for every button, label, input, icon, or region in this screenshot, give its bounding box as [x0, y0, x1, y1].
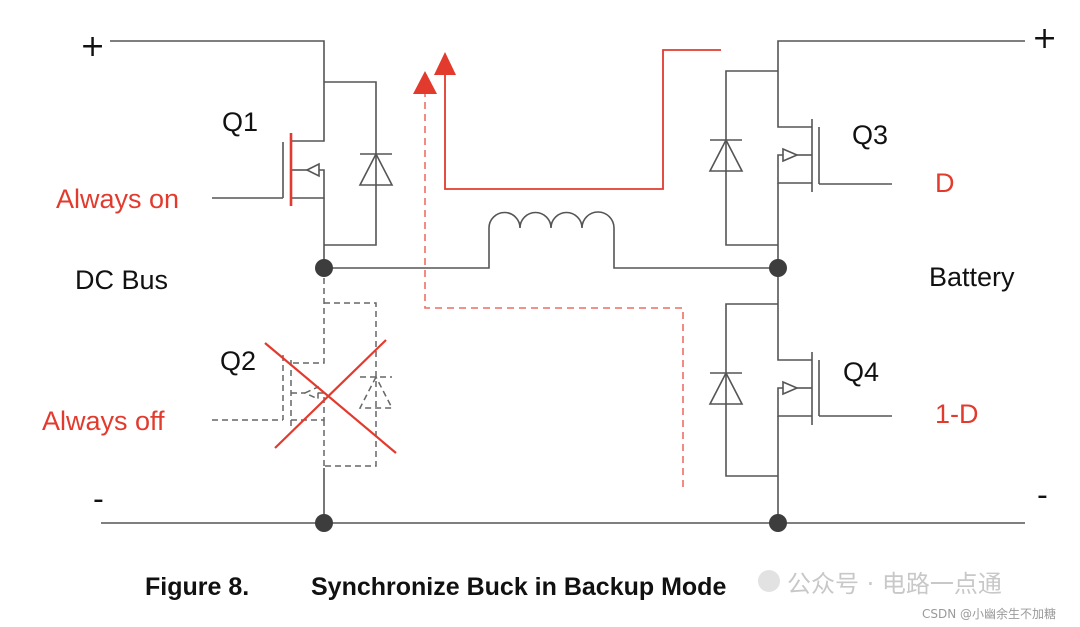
q2-label: Q2: [220, 346, 256, 376]
q3-mosfet: [777, 71, 892, 268]
q4-body-diode: [708, 303, 778, 477]
q3-label: Q3: [852, 120, 888, 150]
arrow-up-icon: [434, 52, 456, 75]
q2-drive-label: Always off: [42, 406, 165, 436]
right-plus-label: +: [1032, 21, 1057, 56]
q3-drive-label: D: [935, 168, 955, 198]
dc-bus-label: DC Bus: [75, 265, 168, 295]
node-dot-left-bottom: [315, 514, 333, 532]
q1-body-diode: [324, 81, 394, 246]
q1-mosfet: [212, 82, 325, 268]
right-minus-label: -: [1037, 478, 1048, 513]
arrow-up-icon: [413, 71, 437, 94]
watermark-account: 公众号 · 电路一点通: [787, 570, 1002, 598]
left-plus-label: +: [80, 29, 105, 64]
node-dot-right-bottom: [769, 514, 787, 532]
battery-label: Battery: [929, 262, 1015, 292]
current-path-dashed: [413, 71, 684, 487]
inductor: [488, 211, 615, 229]
q1-drive-label: Always on: [56, 184, 179, 214]
q2-body-diode: [324, 302, 394, 467]
node-dot-left-mid: [315, 259, 333, 277]
right-top-rail: [777, 40, 1025, 71]
q4-mosfet: [777, 268, 892, 523]
left-top-rail: [110, 40, 325, 82]
switch-node-wire: [324, 211, 778, 269]
figure-title: Synchronize Buck in Backup Mode: [311, 573, 726, 601]
q2-mosfet: [212, 268, 325, 523]
node-dot-right-mid: [769, 259, 787, 277]
q4-drive-label: 1-D: [935, 399, 979, 429]
wechat-icon: [758, 570, 780, 592]
current-path-solid: [434, 49, 721, 190]
q1-label: Q1: [222, 107, 258, 137]
watermark-source: CSDN @小幽余生不加糖: [922, 606, 1056, 621]
q4-label: Q4: [843, 357, 879, 387]
left-minus-label: -: [93, 482, 104, 517]
q3-body-diode: [708, 70, 778, 246]
q2-disabled-cross: [264, 339, 397, 454]
figure-number: Figure 8.: [145, 573, 249, 601]
